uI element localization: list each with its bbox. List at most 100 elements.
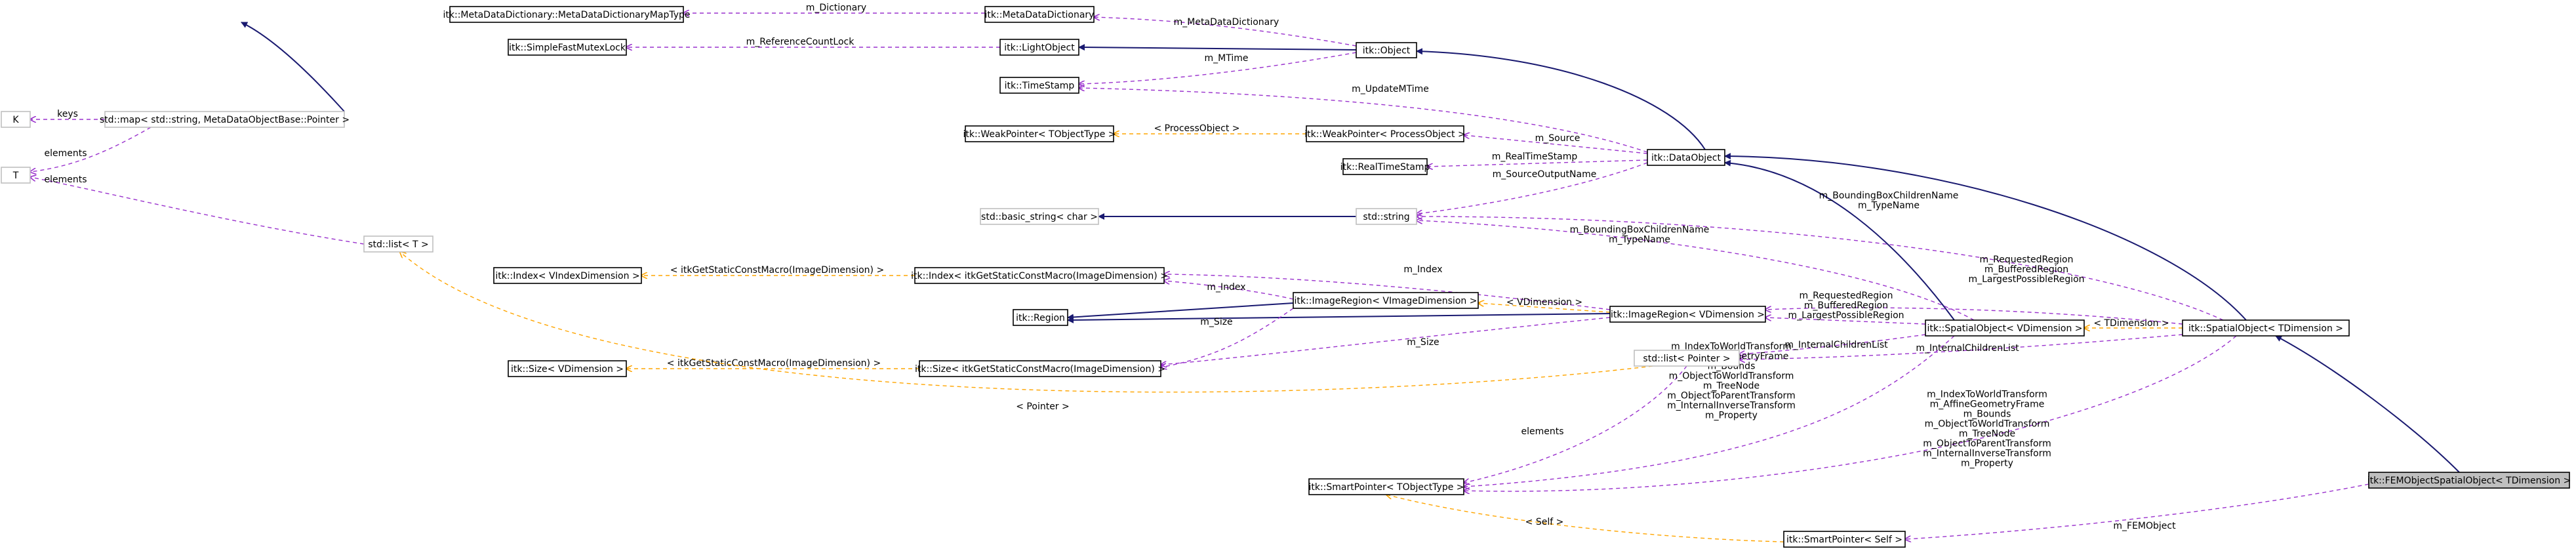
node-box	[1783, 531, 1906, 548]
node-imgregVD[interactable]: itk::ImageRegion< VDimension >	[1609, 306, 1766, 323]
node-sizeI[interactable]: itk::Size< itkGetStaticConstMacro(ImageD…	[915, 360, 1165, 377]
node-imgregV[interactable]: itk::ImageRegion< VImageDimension >	[1293, 292, 1479, 309]
edge-label-m_mtime: m_MTime	[1205, 53, 1249, 64]
member-edge	[1464, 135, 1648, 154]
edge-label-internal_v: m_InternalChildrenList	[1784, 340, 1888, 350]
node-label: itk::TimeStamp	[1005, 81, 1075, 91]
node-box	[1647, 149, 1725, 166]
node-smartT[interactable]: itk::SmartPointer< TObjectType >	[1308, 478, 1464, 495]
node-indexI[interactable]: itk::Index< itkGetStaticConstMacro(Image…	[911, 267, 1168, 284]
node-box	[919, 360, 1161, 377]
node-indexV[interactable]: itk::Index< VIndexDimension >	[493, 267, 642, 284]
node-dataobj[interactable]: itk::DataObject	[1647, 149, 1725, 166]
node-label: itk::SimpleFastMutexLock	[509, 43, 626, 53]
node-wpproc[interactable]: itk::WeakPointer< ProcessObject >	[1304, 125, 1466, 142]
node-label: itk::ImageRegion< VImageDimension >	[1295, 296, 1478, 306]
edge-label-m_referencecountlock: m_ReferenceCountLock	[746, 37, 855, 47]
edge-label-pointer: < Pointer >	[1016, 401, 1070, 412]
node-spatialT[interactable]: itk::SpatialObject< TDimension >	[2182, 319, 2350, 337]
inherit-edge	[241, 22, 345, 112]
node-wptempl[interactable]: itk::WeakPointer< TObjectType >	[963, 125, 1116, 142]
node-label: itk::SmartPointer< Self >	[1786, 535, 1902, 545]
node-mdd[interactable]: itk::MetaDataDictionary	[984, 6, 1095, 23]
node-listptr[interactable]: std::list< Pointer >	[1634, 350, 1740, 367]
member-edge	[30, 177, 365, 245]
member-edge	[1464, 335, 2237, 491]
node-box	[984, 6, 1095, 23]
node-T[interactable]: T	[1, 167, 31, 184]
node-object[interactable]: itk::Object	[1356, 42, 1417, 58]
edge-label-processobject: < ProcessObject >	[1154, 123, 1239, 134]
member-edge	[1164, 281, 1294, 300]
node-box	[1356, 208, 1417, 225]
node-bstring[interactable]: std::basic_string< char >	[980, 208, 1099, 225]
node-box	[363, 236, 433, 253]
edge-label-internal_t: m_InternalChildrenList	[1916, 343, 2019, 354]
inherit-edge	[2275, 335, 2460, 473]
node-mddmap[interactable]: itk::MetaDataDictionary::MetaDataDiction…	[443, 6, 691, 23]
node-label: itk::DataObject	[1651, 153, 1721, 163]
node-smartSelf[interactable]: itk::SmartPointer< Self >	[1783, 531, 1906, 548]
node-femso[interactable]: itk::FEMObjectSpatialObject< TDimension …	[2367, 472, 2571, 489]
node-label: itk::Size< itkGetStaticConstMacro(ImageD…	[915, 364, 1165, 375]
member-edge	[1079, 52, 1357, 84]
member-edge	[1094, 17, 1357, 47]
node-box	[1925, 319, 2085, 337]
node-box	[999, 39, 1079, 56]
node-lightobj[interactable]: itk::LightObject	[999, 39, 1079, 56]
edge-label-m_realtimestamp: m_RealTimeStamp	[1492, 152, 1578, 162]
edge-label-m_source: m_Source	[1535, 133, 1580, 144]
node-label: itk::Size< VDimension >	[511, 364, 624, 375]
node-label: itk::SmartPointer< TObjectType >	[1308, 482, 1464, 493]
node-box	[1, 167, 31, 184]
inherit-edge	[1724, 153, 2247, 321]
node-box	[1293, 292, 1479, 309]
member-edge	[1161, 317, 1611, 365]
node-label: itk::LightObject	[1004, 43, 1075, 53]
node-spatialV[interactable]: itk::SpatialObject< VDimension >	[1925, 319, 2085, 337]
node-K[interactable]: K	[1, 111, 31, 128]
inherit-edge	[1067, 302, 1294, 321]
node-label: itk::SpatialObject< TDimension >	[2188, 323, 2343, 334]
node-stdstring[interactable]: std::string	[1356, 208, 1417, 225]
member-edge	[1765, 317, 1926, 325]
edge-label-vdimension: < VDimension >	[1506, 297, 1582, 308]
node-box	[1609, 306, 1766, 323]
node-label: itk::ImageRegion< VDimension >	[1611, 310, 1765, 320]
edge-label-m_sourceoutputname: m_SourceOutputName	[1493, 169, 1597, 180]
node-realts[interactable]: itk::RealTimeStamp	[1340, 158, 1430, 175]
node-label: K	[12, 115, 19, 125]
node-label: itk::WeakPointer< ProcessObject >	[1304, 129, 1465, 140]
member-edge	[1765, 308, 2183, 325]
node-box	[508, 39, 627, 56]
edge-label-tdimension: < TDimension >	[2093, 318, 2169, 329]
member-edge	[1739, 334, 1926, 354]
node-region[interactable]: itk::Region	[1013, 309, 1068, 326]
edge-label-elements_map: elements	[44, 148, 87, 159]
node-timestamp[interactable]: itk::TimeStamp	[999, 77, 1079, 94]
node-box	[1634, 350, 1740, 367]
member-edge	[1417, 220, 1975, 321]
node-label: T	[12, 171, 19, 181]
node-label: std::string	[1363, 212, 1409, 222]
edge-label-m_index_v: m_Index	[1207, 282, 1245, 293]
inherit-edge	[1724, 159, 1955, 321]
node-stdmap[interactable]: std::map< std::string, MetaDataObjectBas…	[100, 111, 350, 128]
node-label: itk::Region	[1016, 313, 1065, 323]
node-sizeV[interactable]: itk::Size< VDimension >	[508, 360, 627, 377]
node-box	[1013, 309, 1068, 326]
node-box	[2182, 319, 2350, 337]
node-box	[493, 267, 642, 284]
template-edge	[1386, 495, 1784, 543]
node-sfml[interactable]: itk::SimpleFastMutexLock	[508, 39, 627, 56]
edge-label-keys: keys	[57, 109, 78, 119]
member-edge	[1161, 308, 1294, 367]
inherit-edge	[1416, 48, 1706, 150]
node-box	[965, 125, 1114, 142]
node-stdlistT[interactable]: std::list< T >	[363, 236, 433, 253]
